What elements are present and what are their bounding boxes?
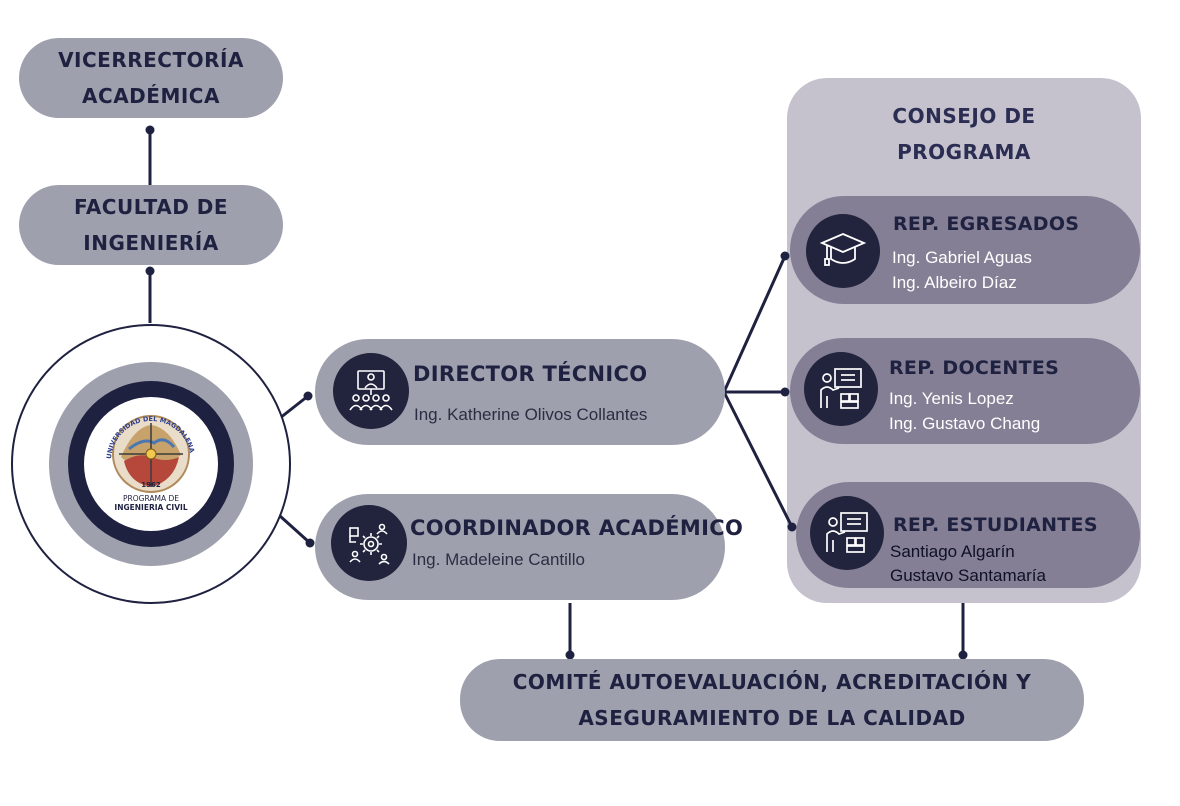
- egresados-member1: Ing. Gabriel Aguas: [892, 248, 1032, 267]
- director-name: Ing. Katherine Olivos Collantes: [414, 405, 648, 424]
- teacher-board-icon: [810, 496, 884, 570]
- comite-line2: ASEGURAMIENTO DE LA CALIDAD: [578, 706, 966, 730]
- consejo-line1: CONSEJO DE: [892, 104, 1036, 128]
- facultad-node: FACULTAD DE INGENIERÍA: [19, 185, 283, 265]
- facultad-line2: INGENIERÍA: [83, 231, 219, 255]
- vicerrectoria-line2: ACADÉMICA: [82, 84, 220, 108]
- comite-line1: COMITÉ AUTOEVALUACIÓN, ACREDITACIÓN Y: [512, 670, 1032, 694]
- estudiantes-title: REP. ESTUDIANTES: [893, 514, 1098, 536]
- consejo-title: CONSEJO DE PROGRAMA: [787, 98, 1141, 170]
- presenter-team-icon: [333, 353, 409, 429]
- docentes-member2: Ing. Gustavo Chang: [889, 414, 1041, 433]
- logo-line1: PROGRAMA DE: [123, 494, 179, 503]
- logo-line2: INGENIERIA CIVIL: [114, 503, 187, 512]
- coordinador-title: COORDINADOR ACADÉMICO: [410, 516, 744, 540]
- comite-node: COMITÉ AUTOEVALUACIÓN, ACREDITACIÓN Y AS…: [460, 659, 1084, 741]
- university-seal-logo: UNIVERSIDAD DEL MAGDALENA 1962 PROGRAMA …: [105, 415, 196, 512]
- vicerrectoria-line1: VICERRECTORÍA: [58, 48, 244, 72]
- teacher-board-icon: [804, 352, 878, 426]
- vicerrectoria-node: VICERRECTORÍA ACADÉMICA: [19, 38, 283, 118]
- egresados-title: REP. EGRESADOS: [893, 213, 1080, 235]
- docentes-title: REP. DOCENTES: [889, 357, 1060, 379]
- graduation-cap-icon: [806, 214, 880, 288]
- director-title: DIRECTOR TÉCNICO: [413, 362, 648, 386]
- coordinador-name: Ing. Madeleine Cantillo: [412, 550, 585, 569]
- estudiantes-member1: Santiago Algarín: [890, 542, 1015, 561]
- consejo-line2: PROGRAMA: [897, 140, 1031, 164]
- facultad-line1: FACULTAD DE: [73, 195, 229, 219]
- gears-team-icon: [331, 505, 407, 581]
- logo-year: 1962: [141, 481, 161, 489]
- estudiantes-member2: Gustavo Santamaría: [890, 566, 1046, 585]
- egresados-member2: Ing. Albeiro Díaz: [892, 273, 1017, 292]
- docentes-member1: Ing. Yenis Lopez: [889, 389, 1014, 408]
